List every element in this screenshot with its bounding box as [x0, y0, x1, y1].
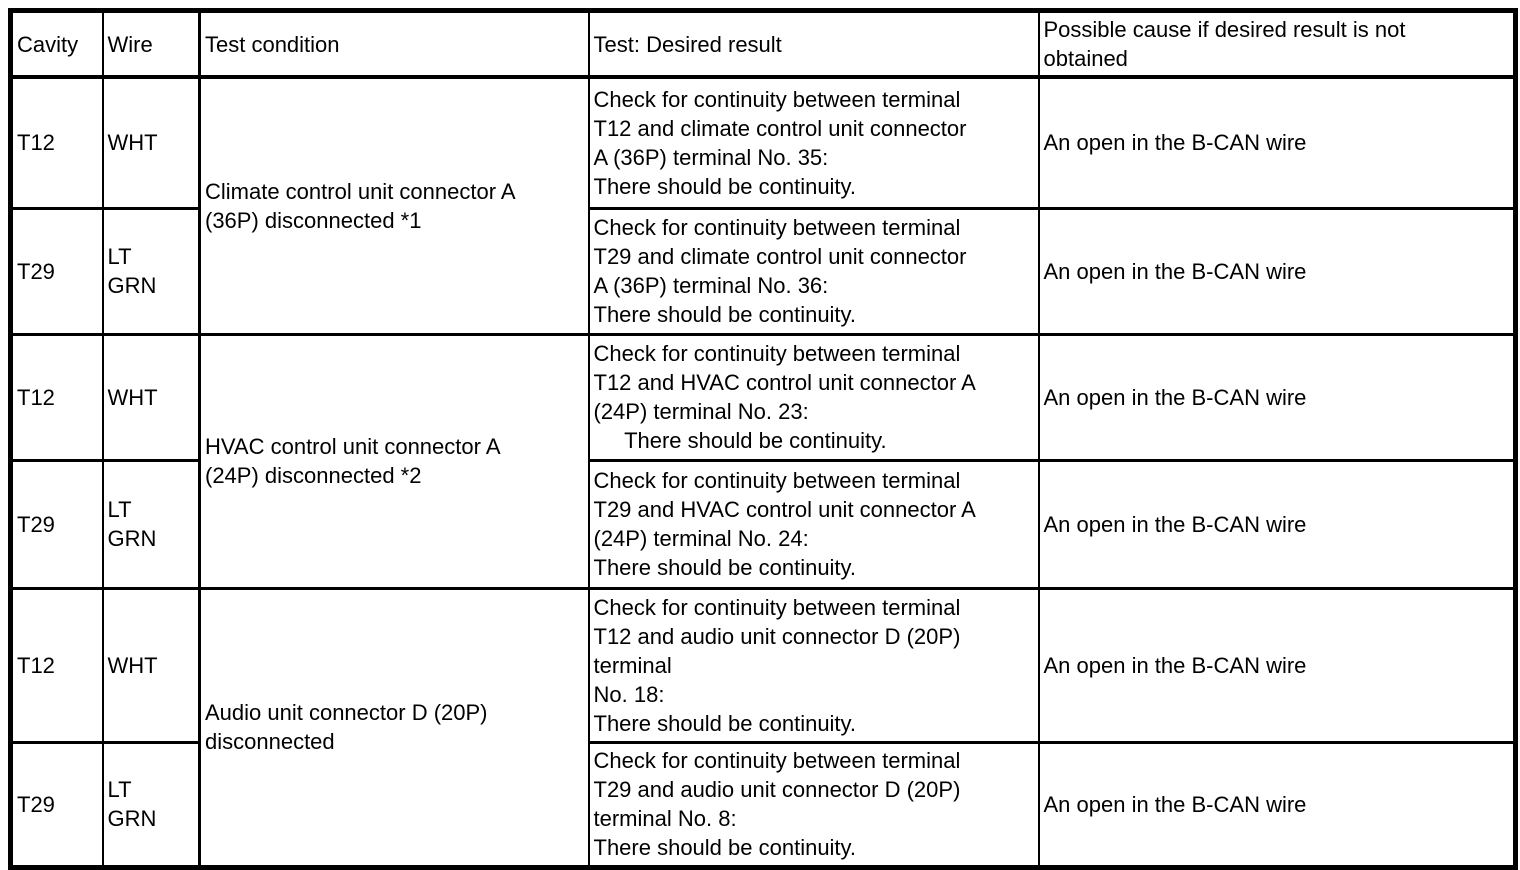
cell-test-result: Check for continuity between terminal T1… — [587, 75, 1040, 209]
cell-possible-cause: An open in the B-CAN wire — [1037, 332, 1517, 461]
cell-test-condition: Audio unit connector D (20P) disconnecte… — [198, 586, 590, 868]
cell-cavity: T29 — [9, 740, 104, 868]
cell-wire: LT GRN — [101, 458, 201, 589]
table-row: T29 LT GRN Check for continuity between … — [9, 206, 1517, 335]
cell-wire: WHT — [101, 586, 201, 743]
column-header-test-condition: Test condition — [198, 9, 590, 79]
cell-cavity: T29 — [9, 458, 104, 589]
cell-possible-cause: An open in the B-CAN wire — [1037, 206, 1517, 335]
column-header-wire: Wire — [101, 9, 201, 79]
table-header: Cavity Wire Test condition Test: Desired… — [9, 9, 1517, 79]
column-header-test-desired-result: Test: Desired result — [587, 9, 1040, 79]
column-header-cavity: Cavity — [9, 9, 104, 79]
cell-cavity: T29 — [9, 206, 104, 335]
cell-possible-cause: An open in the B-CAN wire — [1037, 586, 1517, 743]
cell-test-result: Check for continuity between terminal T1… — [587, 332, 1040, 461]
continuity-test-table: Cavity Wire Test condition Test: Desired… — [8, 8, 1518, 870]
group-climate-control: T12 WHT Climate control unit connector A… — [9, 75, 1517, 335]
group-audio-unit: T12 WHT Audio unit connector D (20P) dis… — [9, 586, 1517, 868]
table-row: T12 WHT HVAC control unit connector A (2… — [9, 332, 1517, 589]
cell-possible-cause: An open in the B-CAN wire — [1037, 75, 1517, 209]
cell-test-condition: Climate control unit connector A (36P) d… — [198, 75, 590, 335]
table-row: T29 LT GRN Check for continuity between … — [9, 740, 1517, 868]
cell-possible-cause: An open in the B-CAN wire — [1037, 458, 1517, 589]
header-row: Cavity Wire Test condition Test: Desired… — [9, 9, 1517, 79]
cell-wire: LT GRN — [101, 740, 201, 868]
table-row: T12 WHT Audio unit connector D (20P) dis… — [9, 586, 1517, 868]
group-hvac-control: T12 WHT HVAC control unit connector A (2… — [9, 332, 1517, 589]
cell-cavity: T12 — [9, 586, 104, 743]
cell-test-result: Check for continuity between terminal T1… — [587, 586, 1040, 743]
cell-wire: LT GRN — [101, 206, 201, 335]
table-row: T12 WHT Climate control unit connector A… — [9, 75, 1517, 335]
cell-cavity: T12 — [9, 75, 104, 209]
cell-test-condition: HVAC control unit connector A (24P) disc… — [198, 332, 590, 589]
cell-possible-cause: An open in the B-CAN wire — [1037, 740, 1517, 868]
table-row: T29 LT GRN Check for continuity between … — [9, 458, 1517, 589]
cell-test-result: Check for continuity between terminal T2… — [587, 740, 1040, 868]
cell-wire: WHT — [101, 332, 201, 461]
cell-cavity: T12 — [9, 332, 104, 461]
column-header-possible-cause: Possible cause if desired result is not … — [1037, 9, 1517, 79]
cell-test-result: Check for continuity between terminal T2… — [587, 458, 1040, 589]
cell-wire: WHT — [101, 75, 201, 209]
cell-test-result: Check for continuity between terminal T2… — [587, 206, 1040, 335]
